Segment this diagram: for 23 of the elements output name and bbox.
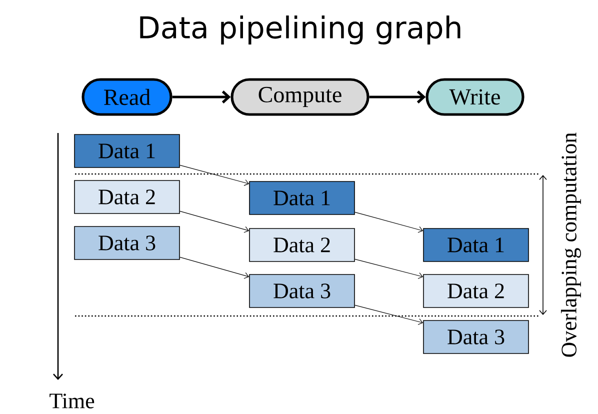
arrow <box>354 304 424 325</box>
data-box: Data 2 <box>74 180 180 214</box>
data-box: Data 1 <box>423 228 529 262</box>
arrow <box>369 90 426 104</box>
stage-pill: Read <box>82 78 172 116</box>
arrow <box>180 164 250 186</box>
data-box: Data 1 <box>74 134 180 168</box>
arrow <box>172 90 231 104</box>
axis-label: Time <box>50 394 94 408</box>
arrow <box>180 210 250 233</box>
stage-pill: Compute <box>230 78 370 116</box>
arrow <box>354 258 424 279</box>
data-box: Data 3 <box>249 274 355 308</box>
arrow <box>180 256 250 279</box>
axis-label: Overlapping computation <box>561 132 581 357</box>
title: Data pipelining graph <box>140 15 460 45</box>
data-box: Data 3 <box>74 226 180 260</box>
stage-pill: Write <box>426 78 524 116</box>
arrow <box>354 212 424 233</box>
data-box: Data 2 <box>249 228 355 262</box>
data-box: Data 1 <box>249 181 355 215</box>
data-box: Data 3 <box>423 320 529 354</box>
data-box: Data 2 <box>423 274 529 308</box>
